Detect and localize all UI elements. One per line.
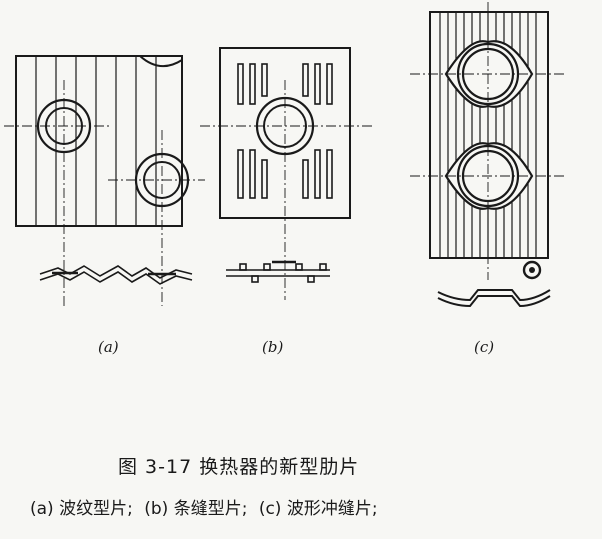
panel-label-a: (a) bbox=[98, 338, 119, 356]
panel-c-cross-section bbox=[437, 289, 551, 308]
legend-item-b: (b) 条缝型片; bbox=[144, 499, 248, 519]
panel-label-c: (c) bbox=[474, 338, 495, 356]
panel-b-cross-section bbox=[226, 260, 330, 283]
panel-b-slotted-fin bbox=[200, 47, 372, 300]
panel-a-wavy-fin bbox=[4, 55, 205, 306]
legend-item-a: (a) 波纹型片; bbox=[30, 499, 133, 519]
flow-direction-icon bbox=[522, 260, 542, 280]
figure-caption-legend: (a) 波纹型片; (b) 条缝型片; (c) 波形冲缝片; bbox=[30, 494, 384, 519]
fin-diagram bbox=[4, 2, 566, 308]
panel-c-wave-slit-fin bbox=[410, 2, 566, 308]
figure-caption-title: 图 3-17 换热器的新型肋片 bbox=[118, 456, 360, 478]
panel-label-b: (b) bbox=[262, 338, 284, 356]
legend-item-c: (c) 波形冲缝片; bbox=[258, 499, 378, 519]
panel-a-cross-section bbox=[39, 265, 193, 285]
